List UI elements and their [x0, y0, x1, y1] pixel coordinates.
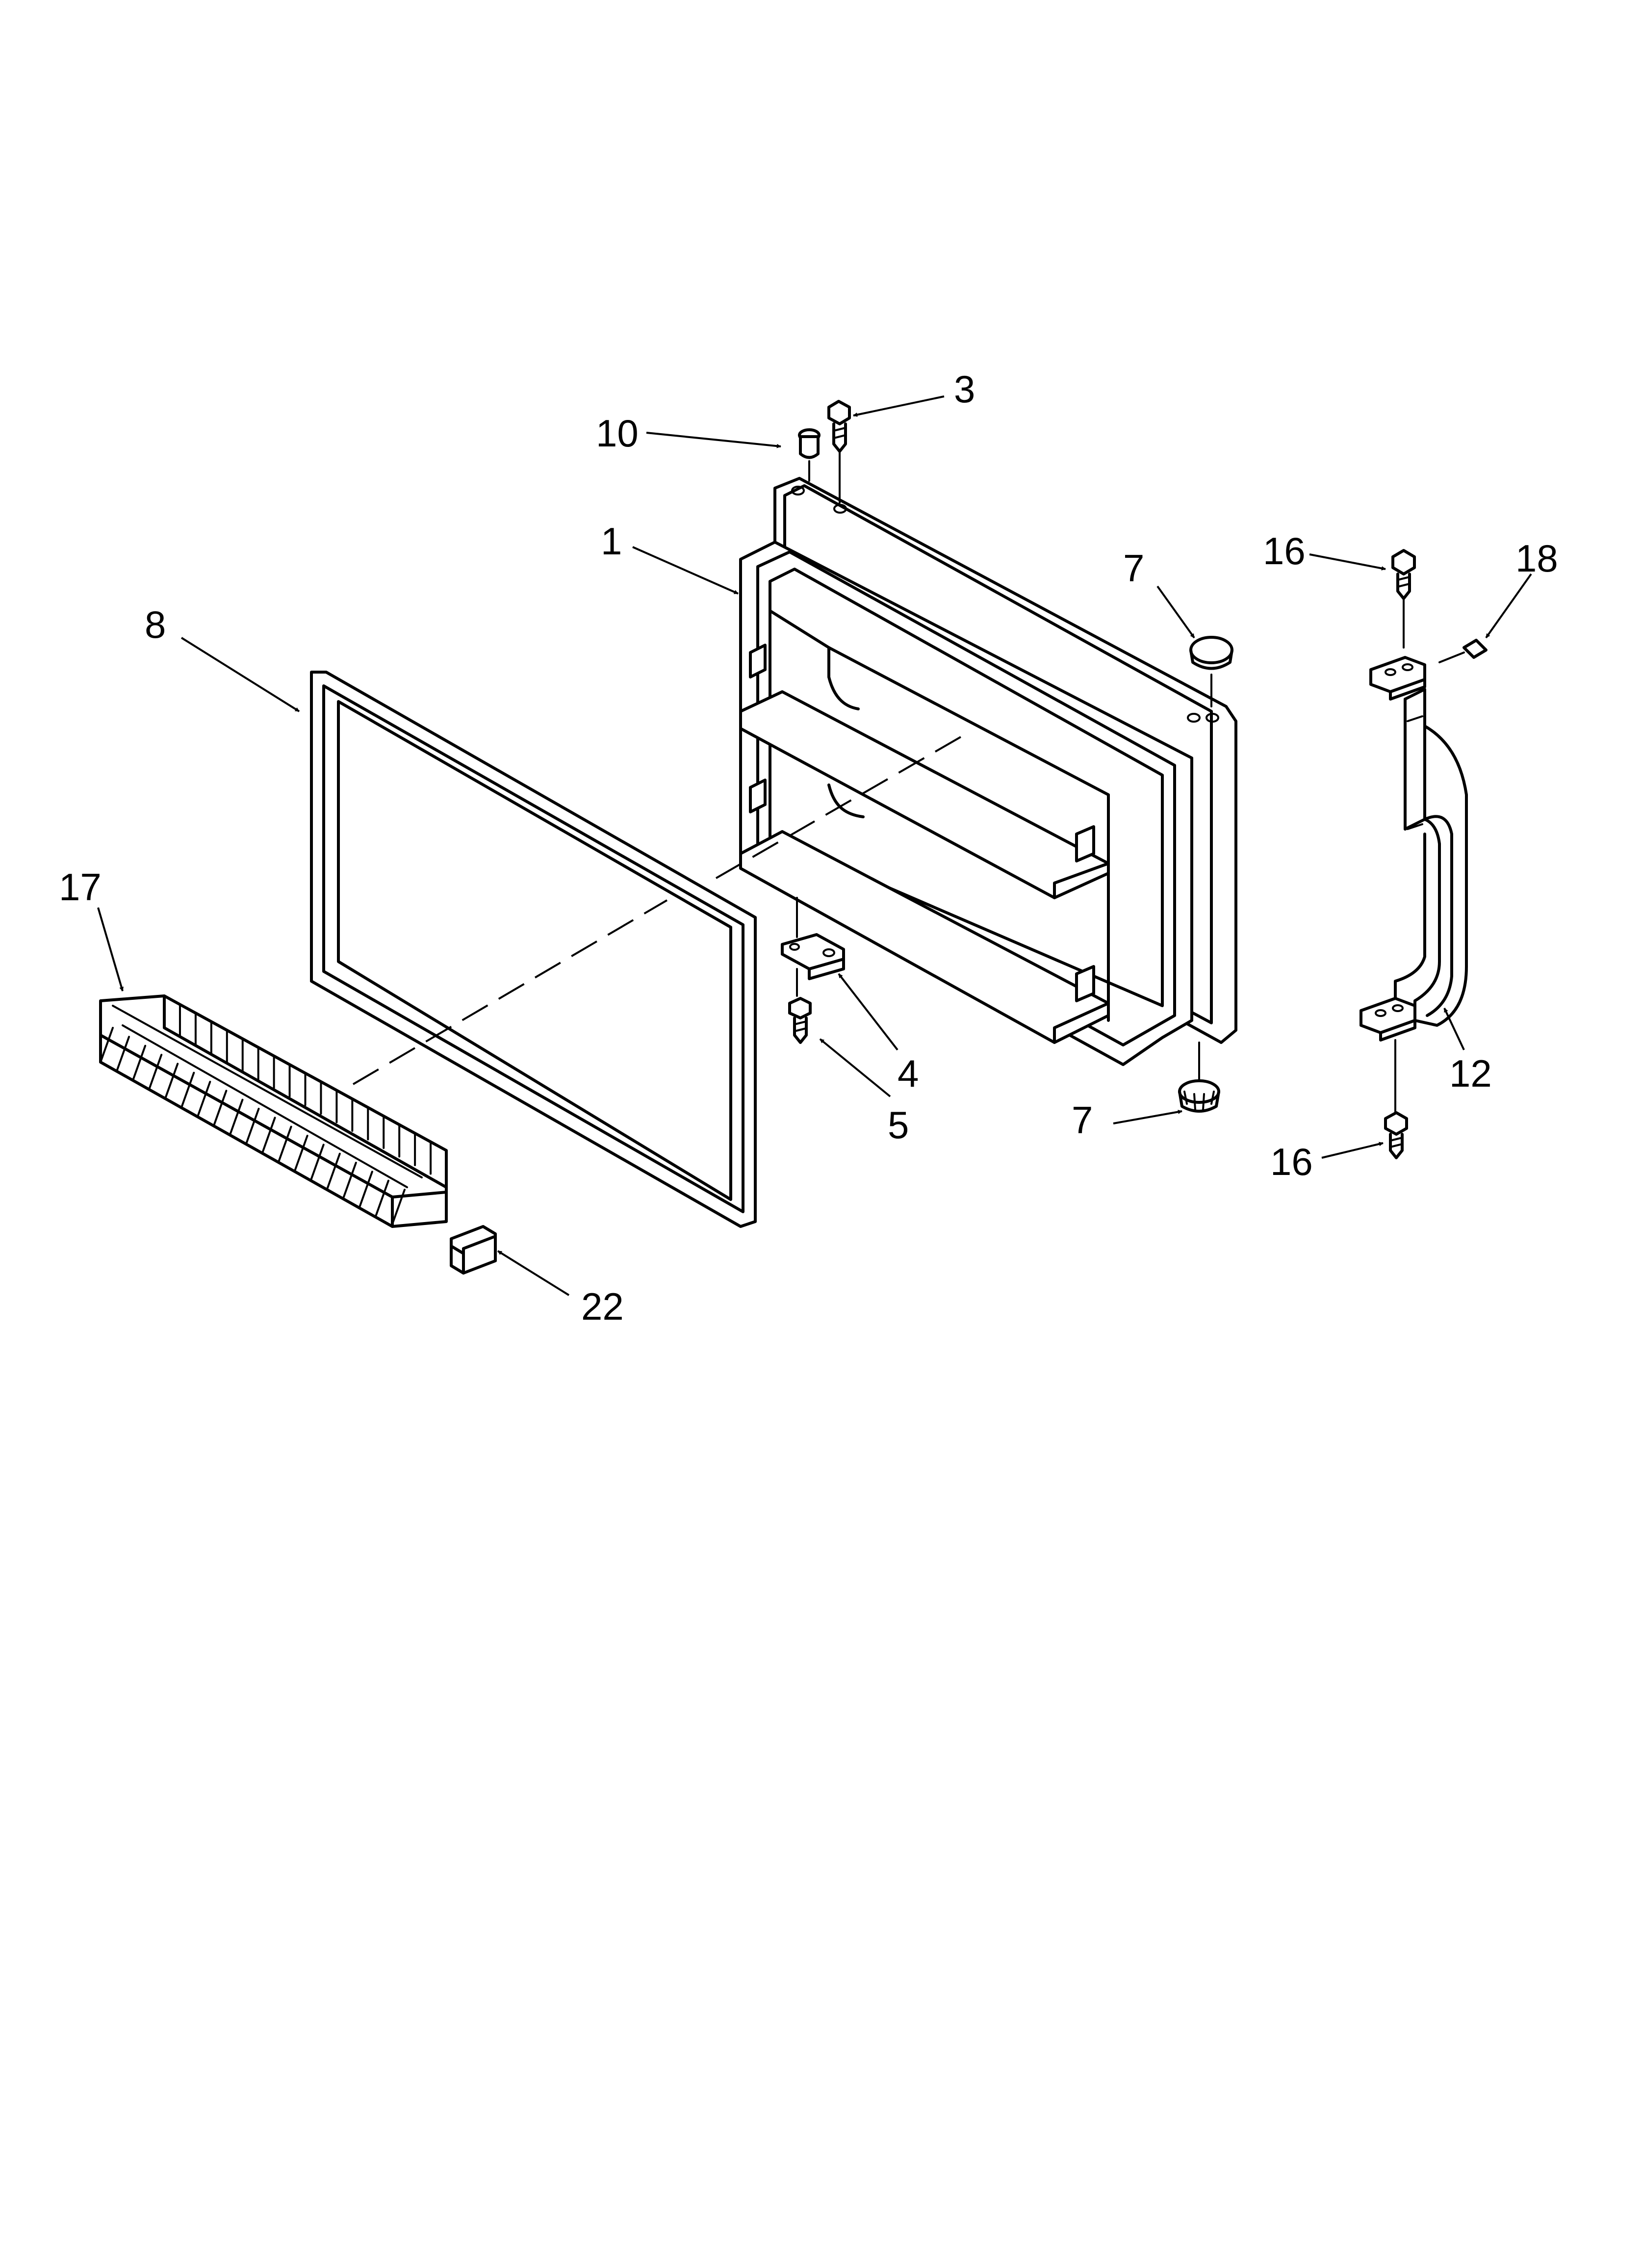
basket-wire — [100, 995, 165, 1063]
basket-wire — [359, 1132, 416, 1207]
basket-wire — [197, 1046, 259, 1117]
callout-4: 4 — [898, 1052, 919, 1095]
callout-7-top: 7 — [1123, 547, 1144, 590]
callout-1: 1 — [601, 520, 622, 563]
callout-12: 12 — [1449, 1052, 1492, 1095]
callout-5: 5 — [888, 1103, 909, 1147]
basket-wire — [326, 1115, 385, 1189]
door-gasket — [310, 671, 757, 1228]
basket-wire — [375, 1141, 432, 1216]
basket-wire — [132, 1012, 197, 1081]
basket-wire — [148, 1020, 212, 1090]
handle-screw-top — [1391, 549, 1416, 649]
basket-wire — [213, 1055, 275, 1126]
basket-wire — [180, 1038, 244, 1108]
callout-17: 17 — [59, 865, 102, 909]
callout-22: 22 — [581, 1285, 624, 1328]
leader-lines — [97, 395, 1532, 1296]
basket-clip — [450, 1225, 497, 1275]
door-stop-bottom — [1178, 1042, 1220, 1113]
callout-8: 8 — [145, 603, 166, 646]
alignment-line-door — [716, 730, 972, 879]
callout-16-bottom: 16 — [1270, 1140, 1313, 1183]
basket-wires — [100, 995, 447, 1225]
basket-wire — [261, 1081, 322, 1153]
wire-basket — [99, 994, 448, 1228]
callout-7-bottom: 7 — [1072, 1098, 1093, 1142]
basket-wire — [391, 1149, 447, 1225]
handle-screw-bottom — [1384, 1039, 1408, 1159]
basket-wire — [245, 1072, 307, 1144]
bottom-hinge-bracket — [781, 897, 845, 997]
door-handle — [1360, 656, 1468, 1042]
callout-16-top: 16 — [1263, 529, 1306, 573]
freezer-door — [739, 477, 1237, 1066]
basket-wire — [310, 1106, 369, 1180]
door-stop-top — [1189, 636, 1233, 707]
callout-18: 18 — [1515, 537, 1558, 580]
callout-3: 3 — [954, 367, 975, 411]
basket-wire — [229, 1064, 291, 1135]
bottom-screw — [788, 997, 812, 1044]
hinge-pin — [798, 428, 821, 482]
top-screw — [827, 400, 851, 504]
basket-wire — [116, 1003, 181, 1072]
basket-wire — [278, 1089, 338, 1162]
basket-wire — [164, 1029, 228, 1099]
callout-10: 10 — [596, 412, 639, 455]
basket-wire — [342, 1123, 401, 1198]
alignment-line-basket — [352, 899, 668, 1085]
basket-wire — [294, 1098, 354, 1171]
handle-pad — [1438, 639, 1488, 663]
